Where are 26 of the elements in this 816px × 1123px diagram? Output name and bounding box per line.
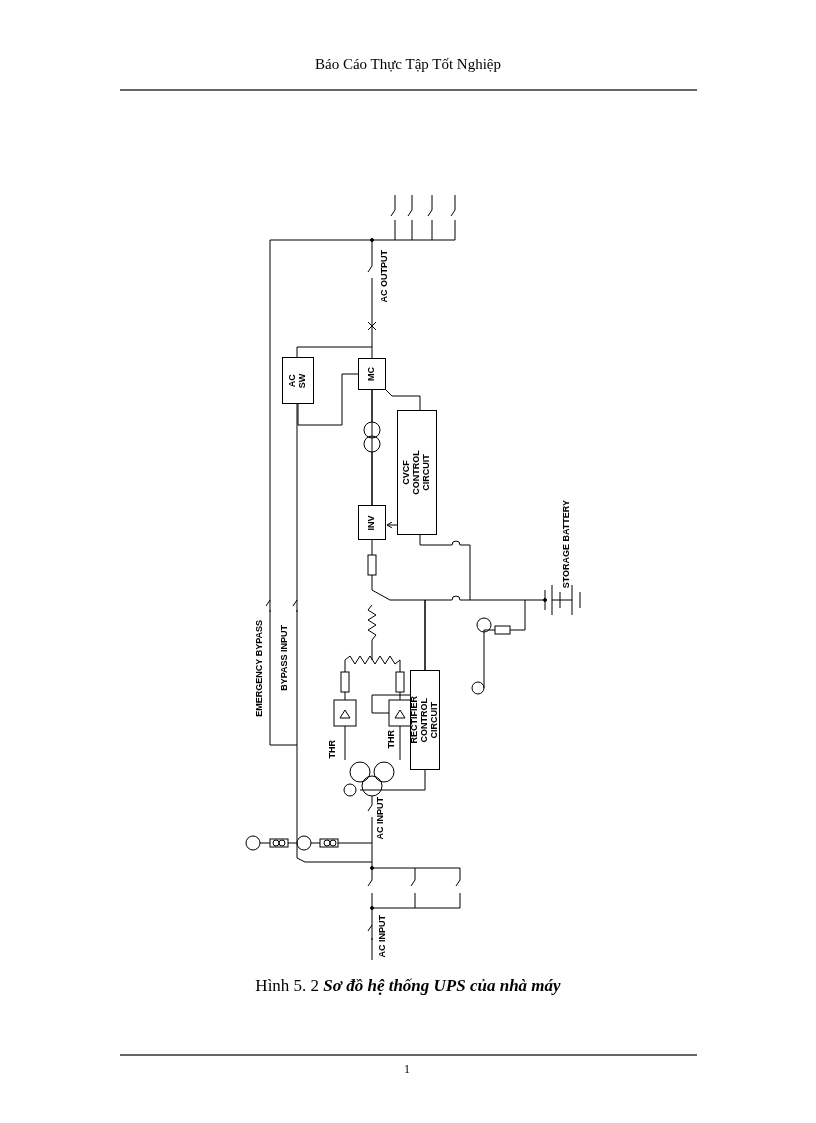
control-circuit-box (410, 670, 440, 770)
battery-label: STORAGE BATTERY (562, 500, 572, 589)
connector-line (385, 389, 421, 411)
line-label: EMERGENCY BYPASS (255, 620, 265, 717)
page-number: 1 (404, 1062, 410, 1077)
static-switch-box (282, 357, 314, 404)
contactor-box (358, 358, 386, 390)
part-label: THR (387, 730, 397, 749)
node-label: AC SW (288, 372, 308, 390)
connector-line (424, 599, 426, 671)
node-label: CVCF CONTROL CIRCUIT (402, 449, 432, 497)
line-label: BYPASS INPUT (280, 625, 290, 691)
output-label: AC OUTPUT (380, 250, 390, 303)
node-label: INV (367, 515, 377, 530)
inverter-box (358, 505, 386, 540)
input-label: AC INPUT (378, 915, 388, 958)
control-circuit-box (397, 410, 437, 535)
node-label: RECTIFIER CONTROL CIRCUIT (410, 695, 440, 745)
input-label: AC INPUT (376, 797, 386, 840)
part-label: THR (328, 740, 338, 759)
figure-caption: Hình 5. 2 Sơ đồ hệ thống UPS của nhà máy (254, 976, 562, 996)
node-label: MC (367, 367, 377, 381)
connector-line (297, 373, 359, 426)
connector-line (386, 521, 398, 529)
connector-line (371, 389, 373, 506)
page-header: Báo Cáo Thực Tập Tốt Nghiệp (314, 56, 502, 73)
